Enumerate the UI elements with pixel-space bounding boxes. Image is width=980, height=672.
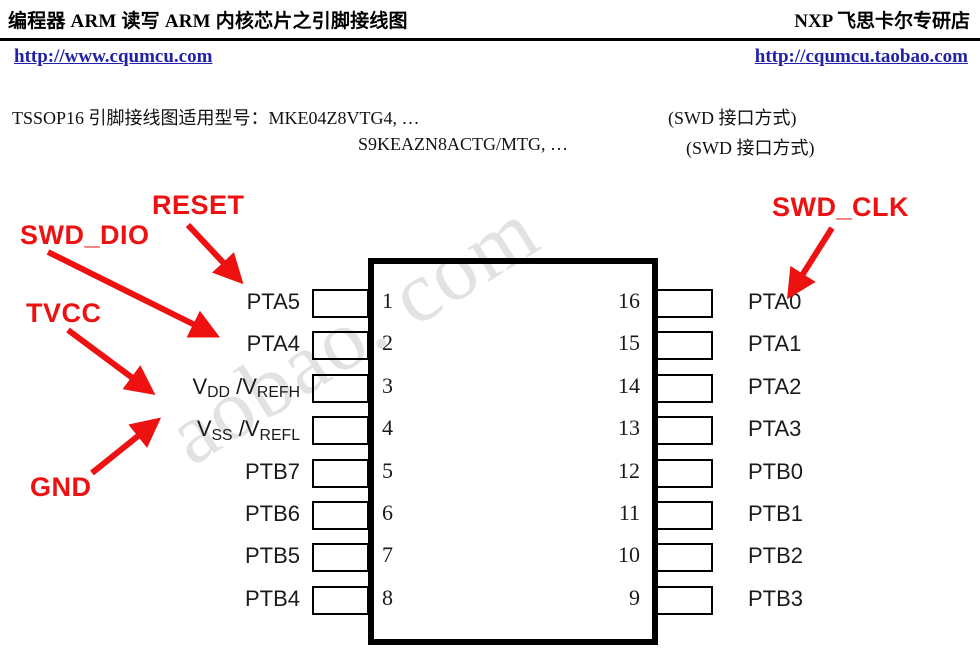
annotation-reset: RESET <box>152 190 245 220</box>
pin-label-left-2: PTA4 <box>246 331 300 357</box>
applicable-models-line1: TSSOP16 引脚接线图适用型号：MKE04Z8VTG4, … <box>12 108 420 128</box>
pin-number-9: 9 <box>629 584 640 610</box>
pin-lead-left-5 <box>312 458 369 488</box>
pin-lead-left-1 <box>312 289 369 318</box>
pin-lead-left-2 <box>312 331 369 361</box>
annotation-gnd: GND <box>30 472 92 502</box>
chip-package-body <box>368 258 658 645</box>
website-link[interactable]: http://www.cqumcu.com <box>14 46 213 67</box>
pin-number-15: 15 <box>618 330 640 356</box>
pin-lead-right-14 <box>656 373 713 403</box>
pin-label-right-12: PTB0 <box>748 458 804 484</box>
pin-label-right-11: PTB1 <box>748 501 804 526</box>
pin-lead-left-7 <box>312 543 369 573</box>
pin-label-left-6: PTB6 <box>244 501 300 526</box>
pin-number-6: 6 <box>382 500 393 525</box>
pin-lead-right-9 <box>656 585 713 615</box>
pin-lead-left-3 <box>312 373 369 403</box>
annotation-tvcc: TVCC <box>26 298 102 328</box>
interface-note-line1: (SWD 接口方式) <box>668 108 797 128</box>
pin-number-16: 16 <box>618 288 640 313</box>
pin-label-right-13: PTA3 <box>748 416 802 442</box>
pin-lead-right-10 <box>656 543 713 573</box>
pin-lead-left-8 <box>312 585 369 615</box>
interface-note-line2: (SWD 接口方式) <box>686 138 815 158</box>
swd-clk-arrow <box>787 226 835 300</box>
pin-number-12: 12 <box>618 457 640 483</box>
pin-lead-right-11 <box>656 501 713 530</box>
pin-lead-left-4 <box>312 416 369 446</box>
pin-lead-left-6 <box>312 501 369 530</box>
pin-number-10: 10 <box>618 542 640 568</box>
applicable-models-line2: S9KEAZN8ACTG/MTG, … <box>358 134 568 154</box>
pin-lead-right-12 <box>656 458 713 488</box>
pin-number-3: 3 <box>382 372 393 398</box>
page-title: 编程器 ARM 读写 ARM 内核芯片之引脚接线图 <box>8 11 408 32</box>
pin-label-right-15: PTA1 <box>748 331 802 357</box>
pin-number-4: 4 <box>382 415 393 441</box>
taobao-shop-link[interactable]: http://cqumcu.taobao.com <box>754 46 968 67</box>
pin-label-left-1: PTA5 <box>246 289 300 314</box>
pin-number-8: 8 <box>382 584 393 610</box>
pin-number-14: 14 <box>618 372 640 398</box>
pin-label-left-7: PTB5 <box>244 543 300 569</box>
gnd-arrow <box>90 417 162 476</box>
pin-number-11: 11 <box>618 500 640 525</box>
pin-lead-right-15 <box>656 331 713 361</box>
store-name-title: NXP 飞思卡尔专研店 <box>794 11 970 32</box>
tvcc-arrow <box>66 327 156 396</box>
pin-number-5: 5 <box>382 457 393 483</box>
pin-label-right-9: PTB3 <box>748 585 804 611</box>
pin-number-13: 13 <box>618 415 640 441</box>
pin-label-right-10: PTB2 <box>748 543 804 569</box>
pin-number-2: 2 <box>382 330 393 356</box>
pin-number-7: 7 <box>382 542 393 568</box>
pin-label-right-16: PTA0 <box>748 289 802 314</box>
pin-label-left-3: VDD /VREFH <box>192 373 300 402</box>
pin-label-left-8: PTB4 <box>244 585 300 611</box>
pin-label-right-14: PTA2 <box>748 373 802 399</box>
header-divider <box>0 38 980 41</box>
reset-arrow <box>185 222 244 285</box>
pin-lead-right-13 <box>656 416 713 446</box>
annotation-swd-clk: SWD_CLK <box>772 192 909 222</box>
annotation-swd-dio: SWD_DIO <box>20 220 150 250</box>
pin-lead-right-16 <box>656 289 713 318</box>
pin-label-left-5: PTB7 <box>244 458 300 484</box>
pin-number-1: 1 <box>382 288 393 313</box>
pin-label-left-4: VSS /VREFL <box>196 416 300 444</box>
